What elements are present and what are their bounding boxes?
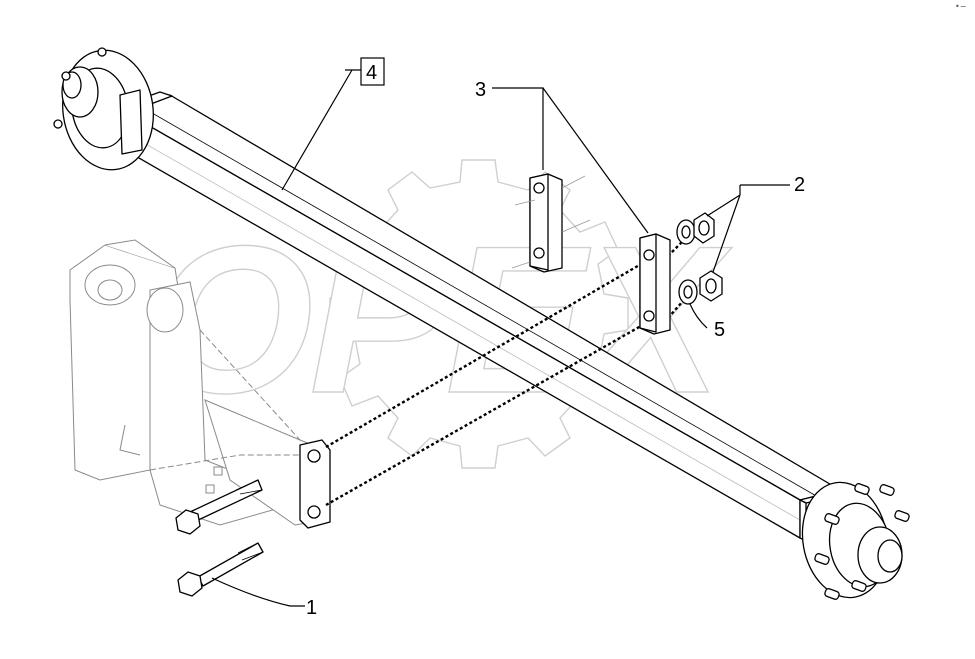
washer-upper: [676, 219, 696, 245]
nut-lower: [699, 270, 723, 302]
callout-3: 3: [475, 79, 486, 101]
bracket-clamp-plate: [299, 439, 331, 529]
nut-upper: [693, 212, 715, 244]
clamp-block-front: [639, 233, 671, 335]
left-wheel-hub: [53, 47, 154, 171]
clamp-block-rear: [511, 173, 591, 273]
corner-mark: •−: [955, 2, 966, 11]
callout-1: 1: [306, 597, 317, 619]
bolt-upper: [175, 479, 263, 535]
callout-5: 5: [714, 319, 725, 341]
bolt-lower: [177, 542, 264, 597]
svg-text:4: 4: [366, 62, 377, 84]
callout-2: 2: [794, 174, 805, 196]
callout-4: 4: [360, 57, 385, 86]
mounting-bracket: [69, 239, 326, 526]
washer-lower: [678, 279, 698, 305]
right-wheel-hub: [801, 481, 910, 600]
